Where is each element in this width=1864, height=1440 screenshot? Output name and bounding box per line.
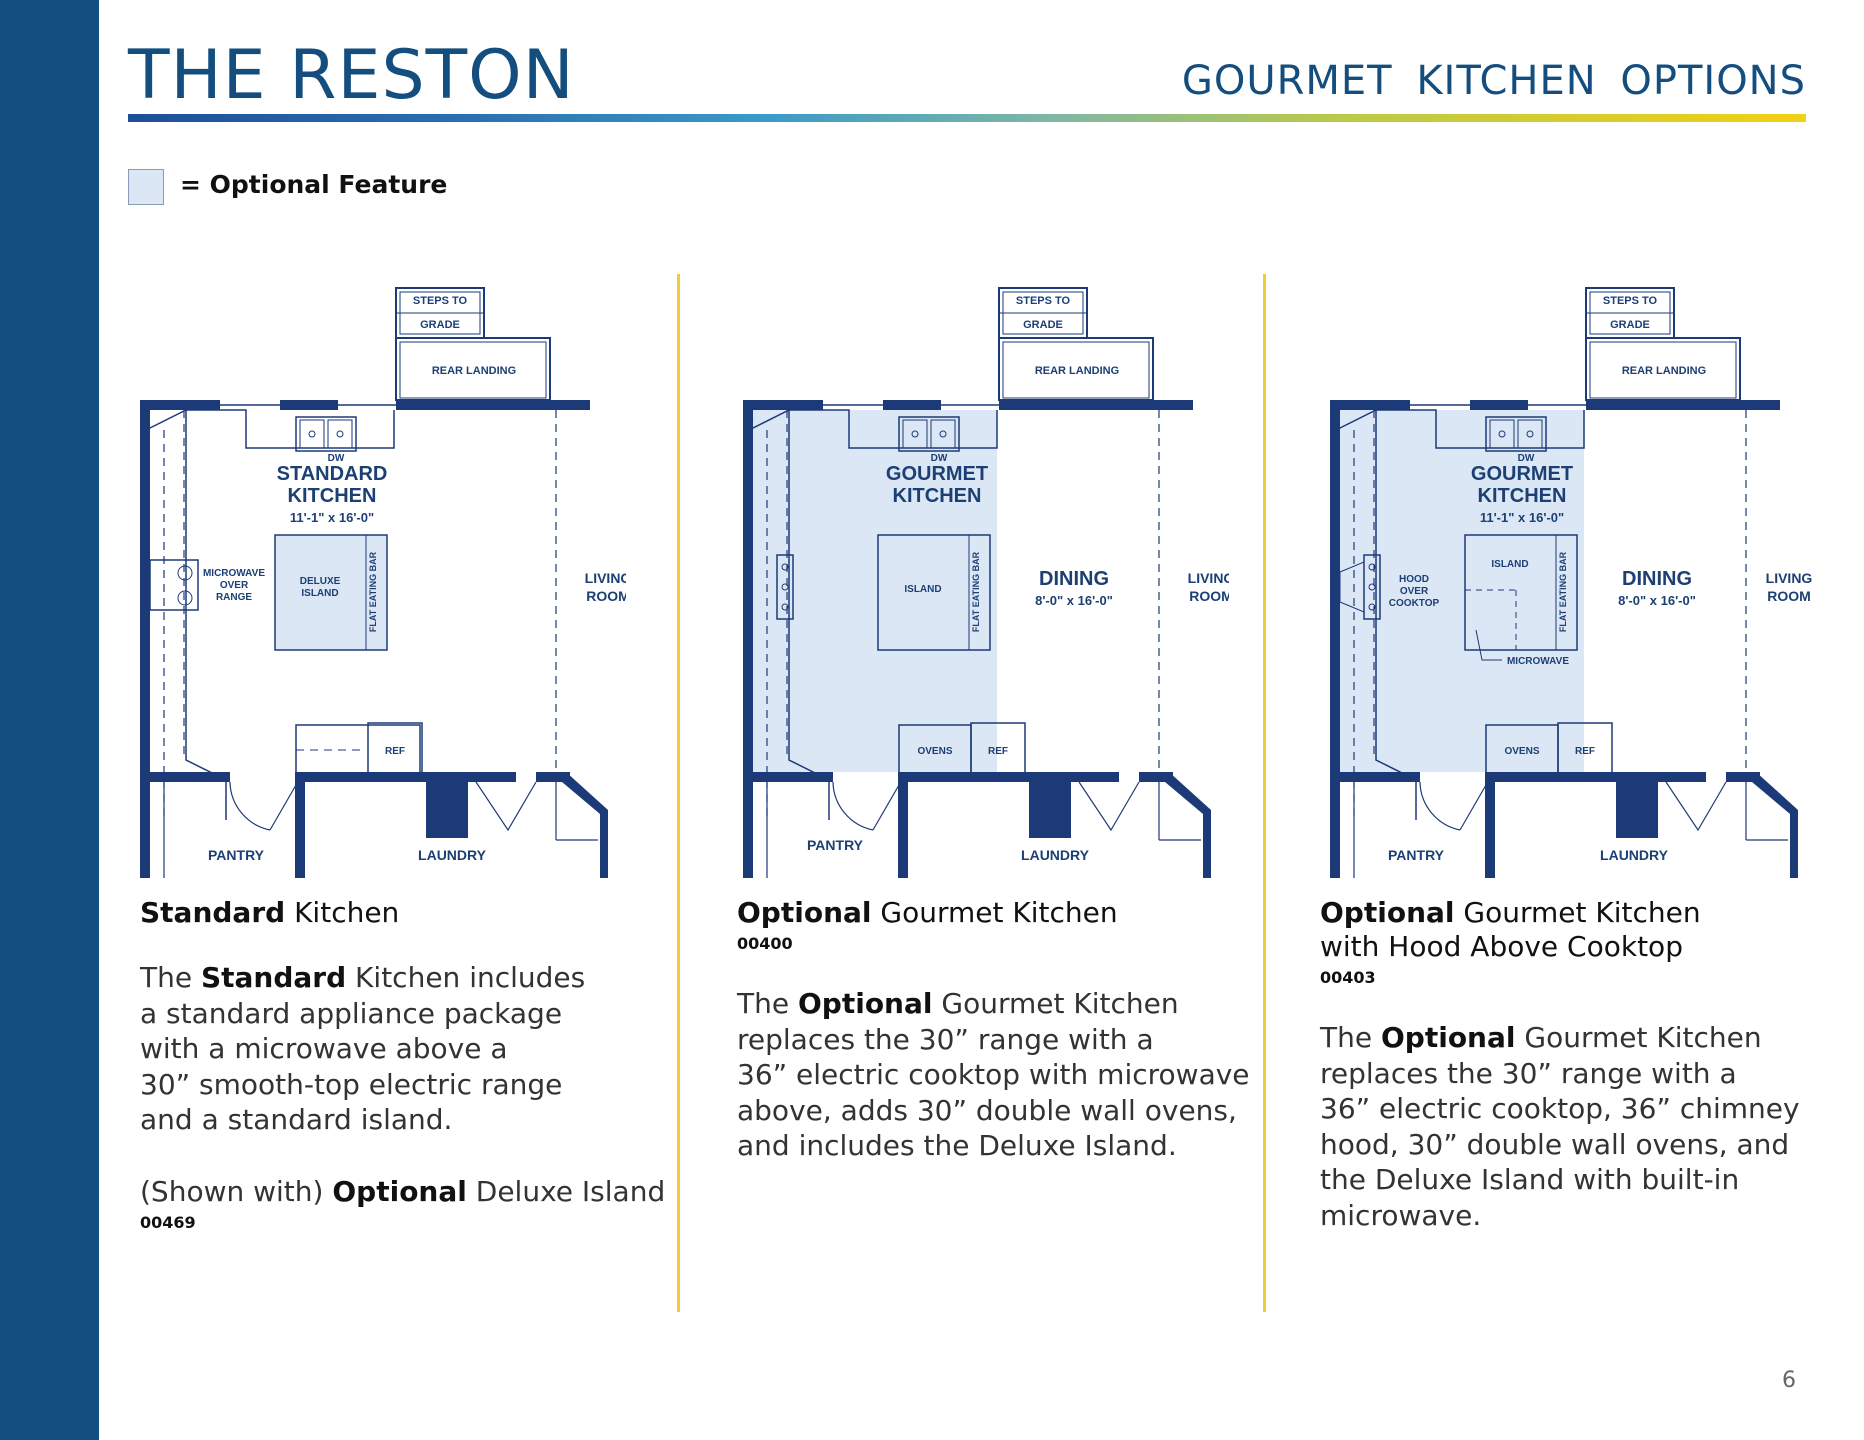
label-dining-dim: 8'-0" x 16'-0" (1618, 593, 1696, 608)
label-steps: STEPS TO (413, 295, 468, 307)
label-microwave-2: OVER (220, 580, 249, 591)
label-living-1: LIVING (585, 570, 626, 586)
label-pantry: PANTRY (807, 837, 864, 853)
label-dining-dim: 8'-0" x 16'-0" (1035, 593, 1113, 608)
page-title: THE RESTON (128, 36, 575, 115)
label-steps: STEPS TO (1603, 295, 1658, 307)
label-island-2: ISLAND (301, 588, 338, 599)
page-subtitle: GOURMET KITCHEN OPTIONS (1181, 58, 1806, 104)
label-kitchen-dim: 11'-1" x 16'-0" (1480, 510, 1564, 525)
label-steps: STEPS TO (1016, 295, 1071, 307)
label-dining: DINING (1039, 568, 1109, 590)
label-living-2: ROOM (586, 588, 626, 604)
caption-gourmet: Optional Gourmet Kitchen 00400 The Optio… (737, 896, 1250, 1164)
page-number: 6 (1782, 1368, 1796, 1393)
label-ovens: OVENS (1504, 746, 1539, 757)
label-kitchen-2: KITCHEN (1478, 485, 1567, 507)
caption-title: Optional Gourmet Kitchen (1320, 896, 1701, 929)
label-living-1: LIVING (1766, 570, 1813, 586)
column-divider (1263, 274, 1266, 1312)
label-rear-landing: REAR LANDING (432, 365, 516, 377)
caption-title: Standard Kitchen (140, 896, 400, 929)
label-pantry: PANTRY (1388, 847, 1445, 863)
floor-plan-gourmet: STEPS TO GRADE REAR LANDING DW GOURMET K… (739, 280, 1234, 890)
left-brand-bar (0, 0, 99, 1440)
label-hood-1: HOOD (1399, 574, 1429, 585)
label-island: ISLAND (1491, 559, 1528, 570)
column-divider (677, 274, 680, 1312)
caption-description: The Optional Gourmet Kitchen replaces th… (1320, 1021, 1800, 1232)
label-kitchen-1: GOURMET (886, 463, 988, 485)
caption-code: 00400 (737, 934, 793, 953)
caption-gourmet-hood: Optional Gourmet Kitchen with Hood Above… (1320, 896, 1800, 1233)
floor-plan-gourmet-hood: STEPS TO GRADE REAR LANDING DW GOURMET K… (1326, 280, 1816, 890)
label-ref: REF (988, 746, 1008, 757)
caption-standard: Standard Kitchen The Standard Kitchen in… (140, 896, 665, 1233)
label-eating-bar: FLAT EATING BAR (1558, 551, 1568, 632)
label-ref: REF (1575, 746, 1595, 757)
label-kitchen-1: STANDARD (277, 463, 388, 485)
label-eating-bar: FLAT EATING BAR (368, 551, 378, 632)
label-dw: DW (1518, 453, 1535, 464)
caption-code: 00403 (1320, 968, 1376, 987)
caption-title-line2: with Hood Above Cooktop (1320, 930, 1683, 963)
label-ovens: OVENS (917, 746, 952, 757)
label-living-1: LIVING (1188, 570, 1229, 586)
label-island-1: DELUXE (300, 576, 341, 587)
label-hood-3: COOKTOP (1389, 598, 1440, 609)
label-kitchen-2: KITCHEN (288, 485, 377, 507)
label-rear-landing: REAR LANDING (1622, 365, 1706, 377)
label-living-2: ROOM (1767, 588, 1811, 604)
label-dw: DW (328, 453, 345, 464)
label-ref: REF (385, 746, 405, 757)
label-microwave: MICROWAVE (1507, 656, 1569, 667)
caption-title: Optional Gourmet Kitchen (737, 896, 1118, 929)
label-rear-landing: REAR LANDING (1035, 365, 1119, 377)
caption-description: The Optional Gourmet Kitchen replaces th… (737, 987, 1250, 1162)
label-hood-2: OVER (1400, 586, 1429, 597)
label-pantry: PANTRY (208, 847, 265, 863)
label-laundry: LAUNDRY (418, 847, 487, 863)
caption-description: The Standard Kitchen includes a standard… (140, 961, 666, 1208)
label-kitchen-2: KITCHEN (893, 485, 982, 507)
label-living-2: ROOM (1189, 588, 1229, 604)
label-island: ISLAND (904, 584, 941, 595)
label-microwave-1: MICROWAVE (203, 568, 265, 579)
label-grade: GRADE (1610, 319, 1650, 331)
legend-label: = Optional Feature (180, 170, 448, 199)
label-laundry: LAUNDRY (1600, 847, 1669, 863)
label-grade: GRADE (1023, 319, 1063, 331)
label-kitchen-dim: 11'-1" x 16'-0" (290, 510, 374, 525)
label-grade: GRADE (420, 319, 460, 331)
gradient-rule (128, 114, 1806, 122)
label-kitchen-1: GOURMET (1471, 463, 1573, 485)
floor-plan-standard: STEPS TO GRADE REAR LANDING DW STANDARD … (136, 280, 631, 890)
label-microwave-3: RANGE (216, 592, 252, 603)
label-laundry: LAUNDRY (1021, 847, 1090, 863)
label-dining: DINING (1622, 568, 1692, 590)
label-eating-bar: FLAT EATING BAR (971, 551, 981, 632)
label-dw: DW (931, 453, 948, 464)
legend-swatch (128, 169, 164, 205)
caption-code: 00469 (140, 1213, 196, 1232)
